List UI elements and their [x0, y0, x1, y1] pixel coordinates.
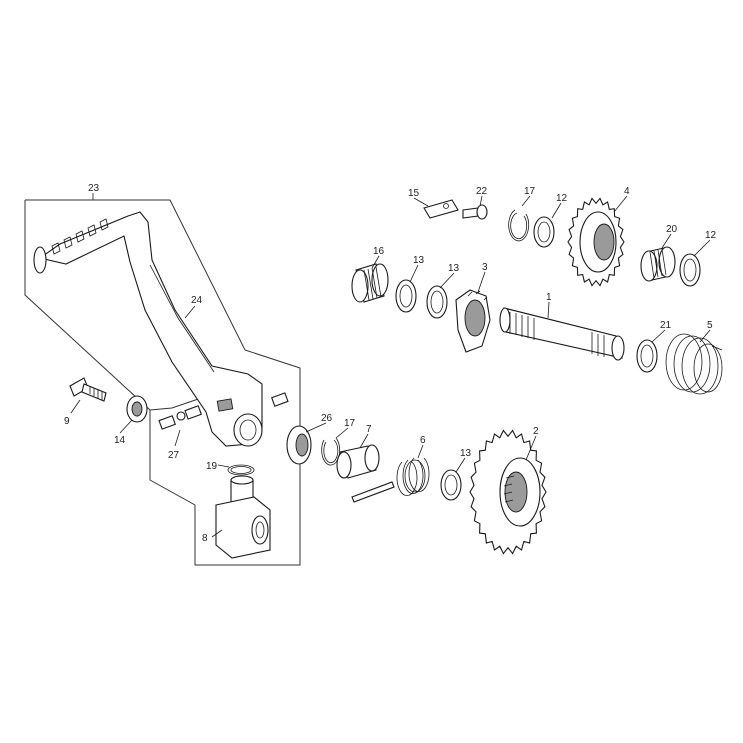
needle-bearing-left [351, 263, 389, 303]
spring-washer [636, 339, 658, 373]
kick-shaft [499, 307, 625, 361]
needle-bearing-right [640, 246, 676, 282]
washer [126, 395, 148, 423]
shim-upper-a [395, 279, 417, 313]
callout-5: 5 [707, 320, 713, 331]
shim-upper-b [426, 285, 448, 319]
return-spring [665, 333, 723, 395]
callout-13-lower: 13 [460, 448, 472, 459]
thrust-washer-upper [533, 216, 555, 248]
idler-gear [567, 197, 625, 287]
callout-labels: 23 24 9 14 27 19 8 26 17 7 6 13 2 15 22 … [64, 183, 717, 544]
grub-screws [158, 392, 289, 430]
kick-gear [469, 429, 547, 555]
callout-12-upper: 12 [556, 193, 568, 204]
callout-14: 14 [114, 435, 126, 446]
kick-pedal-grip [51, 218, 109, 255]
callout-17-lower: 17 [344, 418, 356, 429]
callout-9: 9 [64, 416, 70, 427]
kick-coupling [215, 475, 271, 559]
bolt [69, 377, 107, 402]
callout-6: 6 [420, 435, 426, 446]
callout-24: 24 [191, 295, 203, 306]
bushing [336, 444, 380, 479]
callout-15: 15 [408, 188, 420, 199]
callout-16: 16 [373, 246, 385, 257]
kick-spring [351, 457, 430, 503]
ratchet [455, 289, 491, 353]
o-ring [227, 464, 255, 476]
callout-20: 20 [666, 224, 678, 235]
callout-19: 19 [206, 461, 218, 472]
seal [286, 425, 312, 465]
callout-23: 23 [88, 183, 100, 194]
callout-3: 3 [482, 262, 488, 273]
callout-7: 7 [366, 424, 372, 435]
kick-lever [33, 211, 263, 447]
shim-lower [440, 469, 462, 501]
circlip-upper [508, 209, 530, 242]
callout-22: 22 [476, 186, 488, 197]
callout-21: 21 [660, 320, 672, 331]
callout-1: 1 [546, 292, 552, 303]
screw-upper [462, 204, 488, 220]
callout-13-upper-a: 13 [413, 255, 425, 266]
callout-27: 27 [168, 450, 180, 461]
leader-lines [70, 193, 711, 538]
thrust-washer-right [679, 253, 701, 287]
circlip-lower [321, 437, 341, 466]
callout-4: 4 [624, 186, 630, 197]
callout-17-upper: 17 [524, 186, 536, 197]
stop-plate [423, 199, 459, 219]
callout-13-upper-b: 13 [448, 263, 460, 274]
callout-26: 26 [321, 413, 333, 424]
callout-12-right: 12 [705, 230, 717, 241]
callout-2: 2 [533, 426, 539, 437]
callout-8: 8 [202, 533, 208, 544]
